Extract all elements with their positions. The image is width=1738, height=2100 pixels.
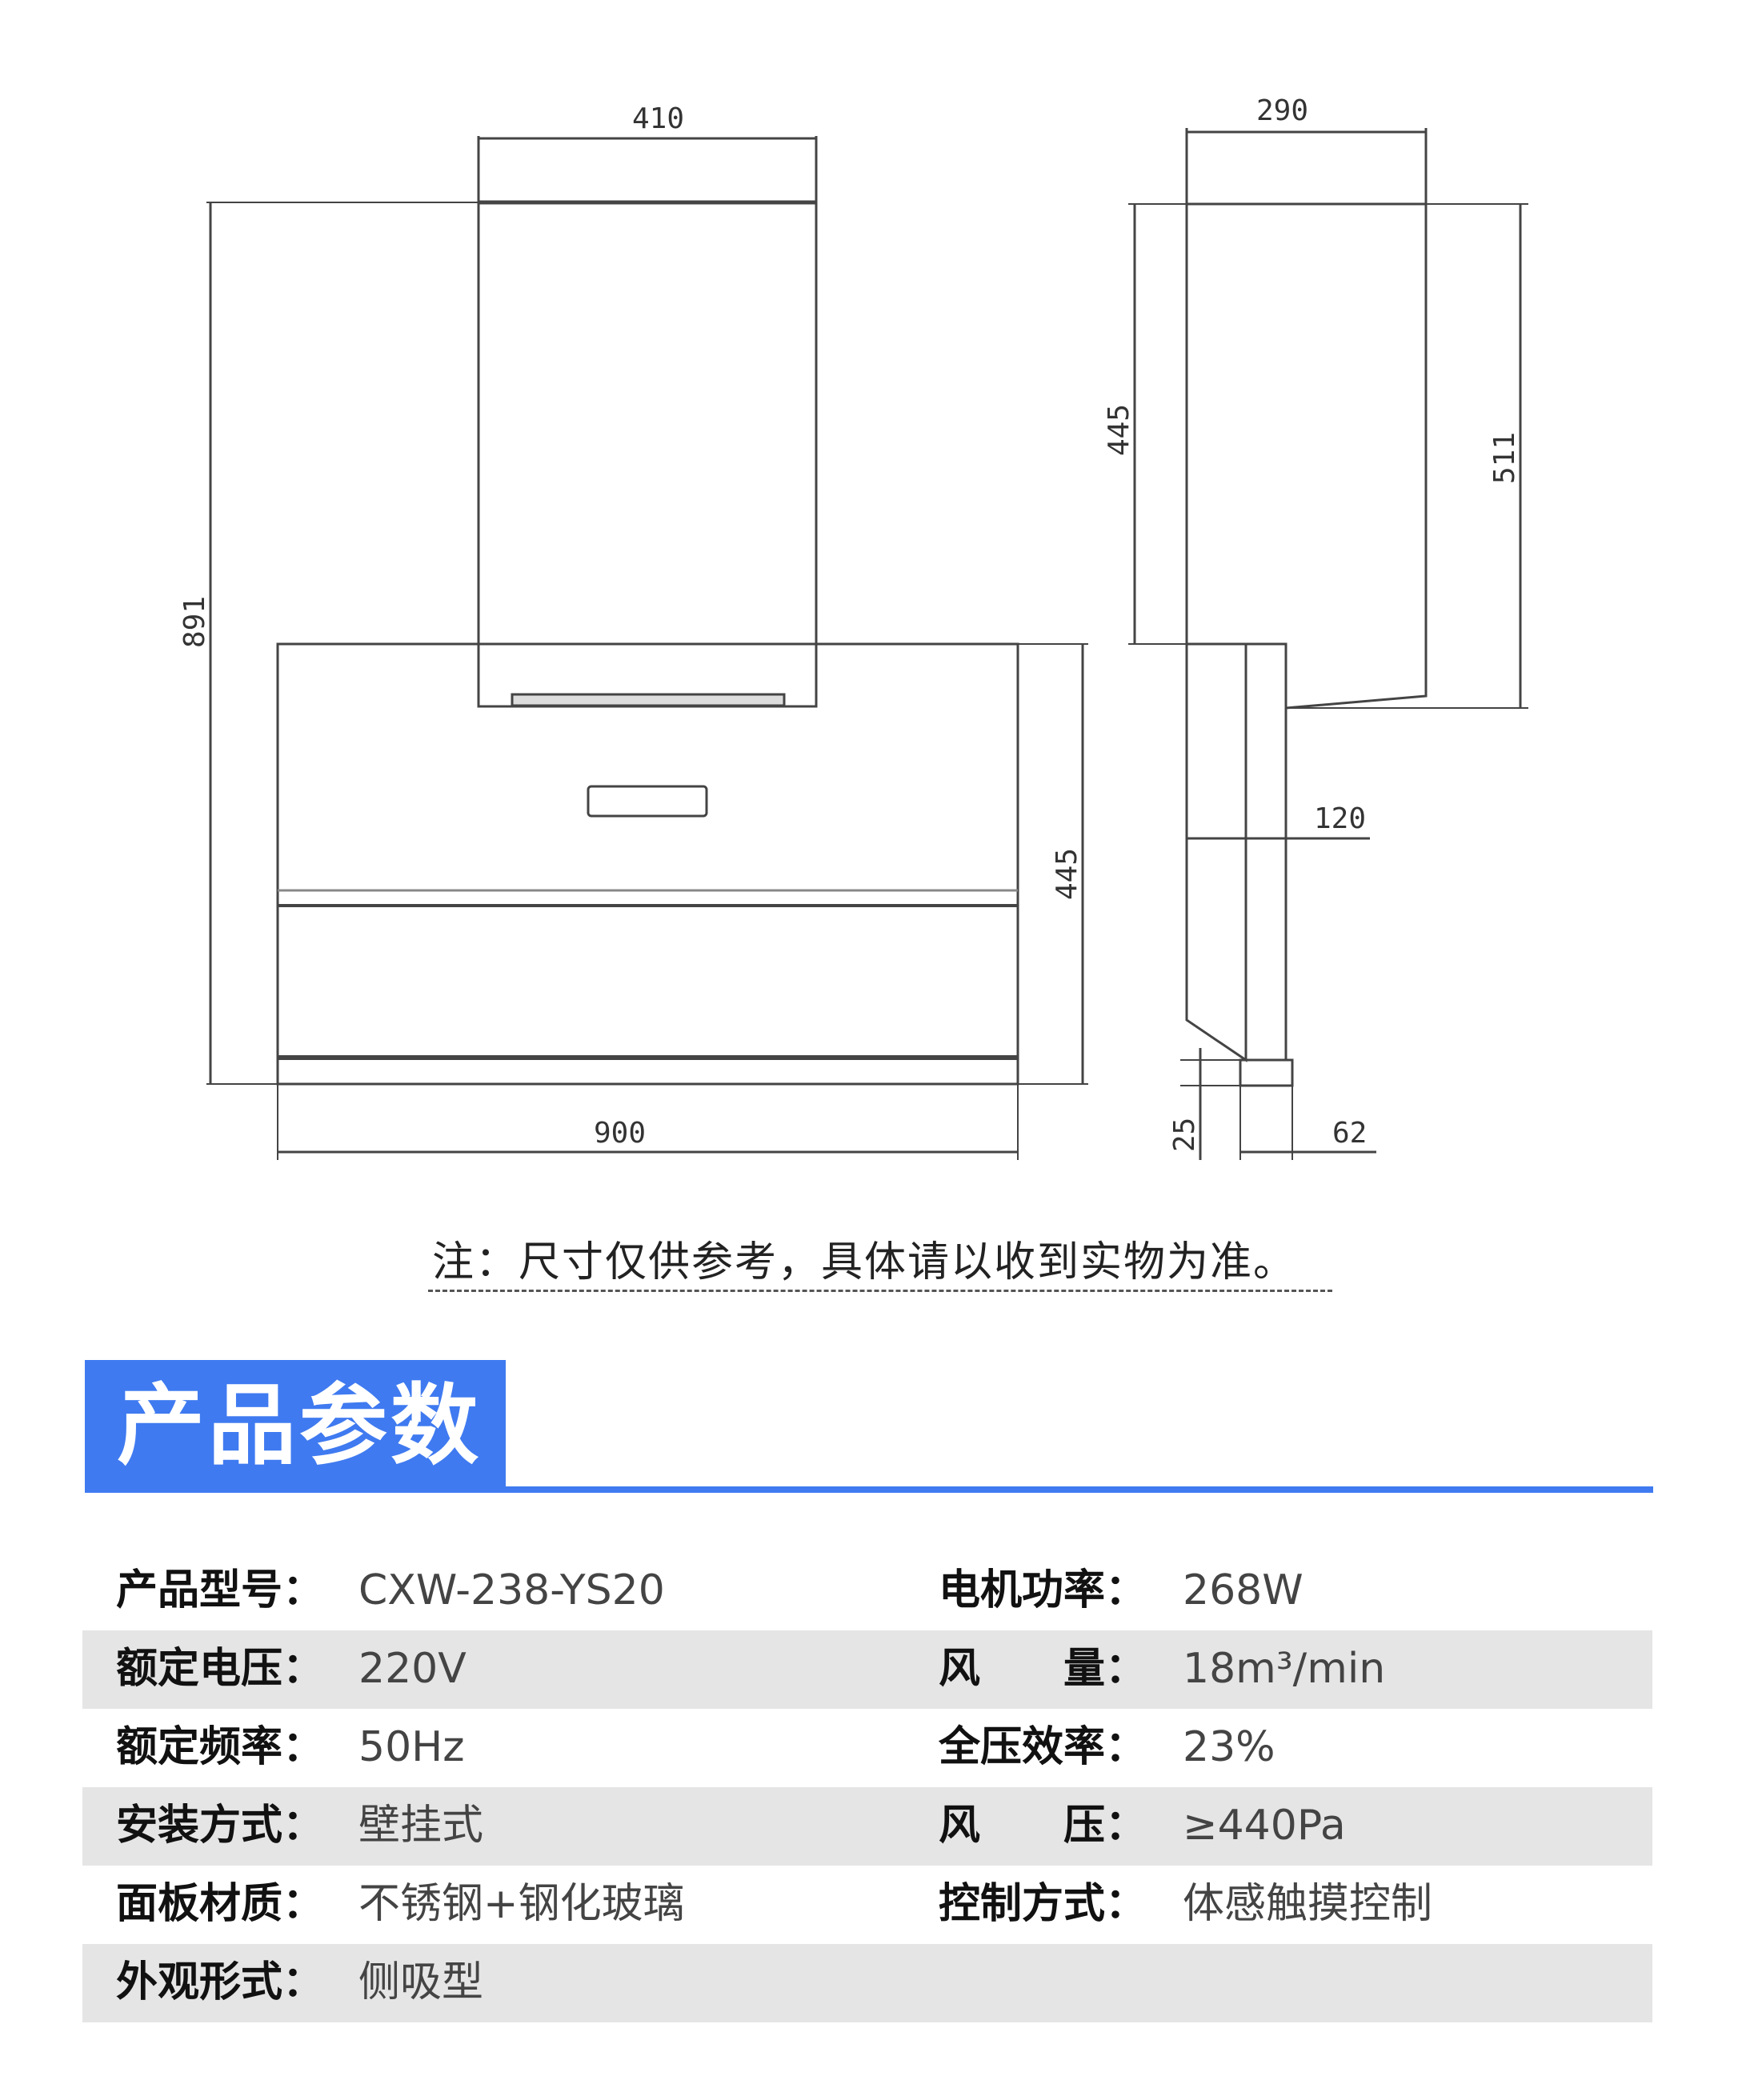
param-label: 全压效率： [939, 1723, 1147, 1771]
note-divider [428, 1290, 1332, 1292]
param-label: 额定频率： [116, 1723, 325, 1771]
param-row: 额定频率： 50Hz 全压效率： 23% [82, 1709, 1652, 1787]
dim-front-total-height: 891 [178, 596, 211, 648]
param-row: 产品型号： CXW-238-YS20 电机功率： 268W [82, 1552, 1652, 1630]
param-row: 面板材质： 不锈钢+钢化玻璃 控制方式： 体感触摸控制 [82, 1866, 1652, 1944]
param-value: 壁挂式 [358, 1802, 484, 1850]
disclaimer-note: 注：尺寸仅供参考，具体请以收到实物为准。 [432, 1238, 1297, 1286]
front-chimney-slot [511, 693, 786, 707]
dim-side-panel-depth: 120 [1314, 802, 1366, 835]
param-label: 控制方式： [939, 1880, 1147, 1928]
section-underline [85, 1486, 1653, 1493]
front-chimney [477, 201, 818, 708]
param-label: 安装方式： [116, 1802, 325, 1850]
param-row: 额定电压： 220V 风 量： 18m³/min [82, 1630, 1652, 1709]
dim-side-bottom-depth: 62 [1332, 1117, 1367, 1150]
side-chimney [1185, 202, 1428, 710]
param-label: 产品型号： [116, 1566, 325, 1614]
front-display [587, 785, 708, 818]
param-value: CXW-238-YS20 [358, 1566, 665, 1614]
param-row: 外观形式： 侧吸型 [82, 1944, 1652, 2022]
param-label: 电机功率： [939, 1566, 1147, 1614]
dim-front-bottom-width: 900 [594, 1117, 646, 1150]
param-label: 额定电压： [116, 1645, 325, 1693]
param-value: 不锈钢+钢化玻璃 [358, 1880, 685, 1928]
param-value: 220V [358, 1645, 467, 1693]
param-label: 风 量： [939, 1645, 1147, 1693]
dimension-drawing: 410 891 445 900 290 445 511 120 25 62 [178, 94, 1528, 1160]
params-table: 产品型号： CXW-238-YS20 电机功率： 268W 额定电压： 220V… [82, 1552, 1652, 2022]
param-label: 外观形式： [116, 1958, 325, 2006]
param-value: 侧吸型 [358, 1958, 484, 2006]
side-body [1185, 642, 1247, 1062]
param-value: 体感触摸控制 [1183, 1880, 1433, 1928]
param-label: 面板材质： [116, 1880, 325, 1928]
param-value: 18m³/min [1183, 1645, 1386, 1693]
param-value: 23% [1183, 1723, 1275, 1771]
dim-front-top-width: 410 [632, 102, 684, 135]
dim-side-bottom-height: 25 [1168, 1118, 1201, 1152]
front-body [276, 642, 1019, 1086]
dim-side-top-depth: 290 [1256, 94, 1308, 127]
dim-side-upper-height: 445 [1103, 404, 1135, 456]
param-value: ≥440Pa [1183, 1802, 1346, 1850]
side-foot [1239, 1058, 1294, 1087]
param-value: 50Hz [358, 1723, 465, 1771]
section-header: 产品参数 [85, 1360, 506, 1491]
param-value: 268W [1183, 1566, 1304, 1614]
dim-front-lower-height: 445 [1051, 848, 1083, 900]
dim-side-total-height: 511 [1488, 432, 1521, 484]
param-row: 安装方式： 壁挂式 风 压： ≥440Pa [82, 1787, 1652, 1866]
param-label: 风 压： [939, 1802, 1147, 1850]
section-title: 产品参数 [117, 1374, 482, 1477]
